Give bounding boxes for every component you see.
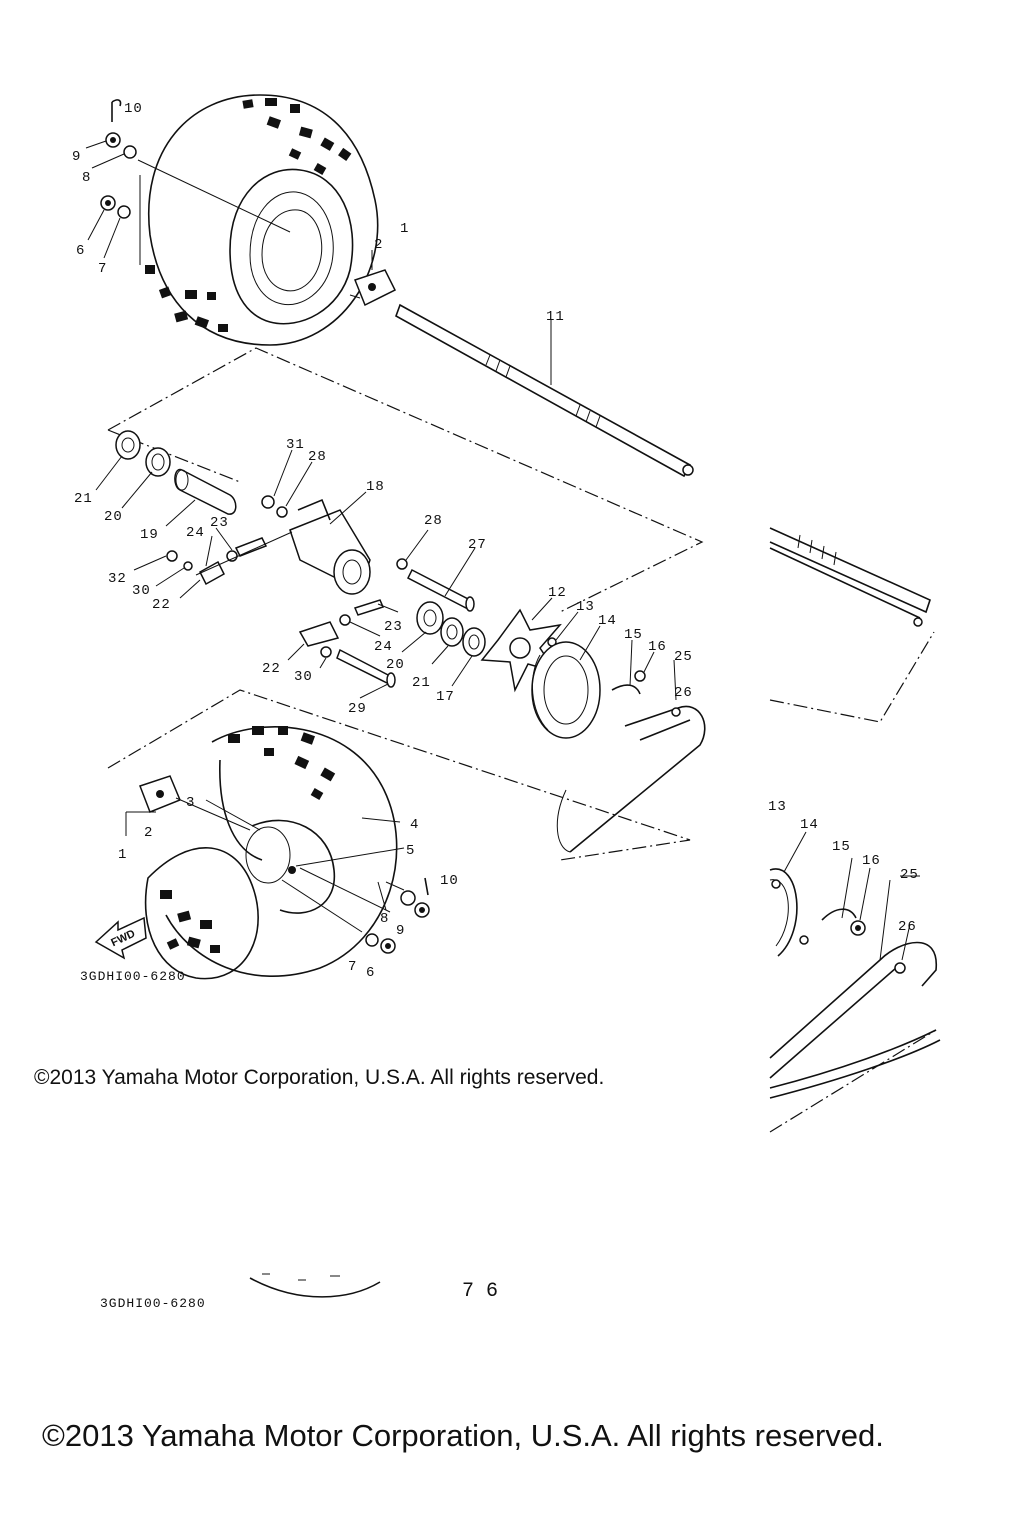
fwd-arrow: FWD — [94, 916, 147, 960]
label-7-top: 7 — [98, 261, 107, 277]
label-17: 17 — [436, 689, 455, 705]
bottom-wheel — [107, 689, 691, 980]
label-23-top: 23 — [210, 515, 229, 531]
label-9-top: 9 — [72, 149, 81, 165]
label-26: 26 — [674, 685, 693, 701]
label-24-top: 24 — [186, 525, 205, 541]
label-24-low: 24 — [374, 639, 393, 655]
label-12: 12 — [548, 585, 567, 601]
label-19: 19 — [140, 527, 159, 543]
label-31: 31 — [286, 437, 305, 453]
label-4: 4 — [410, 817, 419, 833]
label-23-low: 23 — [384, 619, 403, 635]
diagram-code: 3GDHI00-6280 — [80, 969, 186, 984]
label-32: 32 — [108, 571, 127, 587]
ghost-part-numbers: 7 6 — [462, 1280, 499, 1303]
zoom-label-16: 16 — [862, 853, 881, 869]
label-21-low: 21 — [412, 675, 431, 691]
middle-assembly — [115, 430, 706, 853]
zoom-label-25: 25 — [900, 867, 919, 883]
top-hub — [349, 250, 397, 307]
label-18: 18 — [366, 479, 385, 495]
copyright-notice-large: ©2013 Yamaha Motor Corporation, U.S.A. A… — [42, 1418, 884, 1453]
zoom-inset-top — [769, 527, 935, 723]
label-10-low: 10 — [440, 873, 459, 889]
label-16: 16 — [648, 639, 667, 655]
label-1-top: 1 — [400, 221, 409, 237]
label-9-low: 9 — [396, 923, 405, 939]
label-2-low: 2 — [144, 825, 153, 841]
assembly-frame — [107, 347, 704, 613]
label-27: 27 — [468, 537, 487, 553]
label-11: 11 — [546, 309, 565, 325]
label-25: 25 — [674, 649, 693, 665]
ghost-diagram-code: 3GDHI00-6280 — [100, 1296, 206, 1311]
label-5: 5 — [406, 843, 415, 859]
label-21-left: 21 — [74, 491, 93, 507]
part-labels: 10 9 8 6 7 1 2 11 21 20 19 31 28 18 23 2… — [72, 101, 693, 981]
copyright-notice-small: ©2013 Yamaha Motor Corporation, U.S.A. A… — [34, 1066, 605, 1089]
label-28-mid: 28 — [424, 513, 443, 529]
label-20-left: 20 — [104, 509, 123, 525]
top-left-hardware — [85, 99, 291, 259]
label-2-top: 2 — [374, 237, 383, 253]
label-15: 15 — [624, 627, 643, 643]
label-6-low: 6 — [366, 965, 375, 981]
ghost-fragment — [249, 1273, 381, 1298]
zoom-labels: 13 14 15 16 25 26 — [768, 799, 919, 935]
label-13: 13 — [576, 599, 595, 615]
label-8-top: 8 — [82, 170, 91, 186]
middle-leaders — [95, 449, 677, 701]
zoom-label-13: 13 — [768, 799, 787, 815]
label-30-low: 30 — [294, 669, 313, 685]
zoom-label-15: 15 — [832, 839, 851, 855]
label-14: 14 — [598, 613, 617, 629]
label-30-top: 30 — [132, 583, 151, 599]
label-1-low: 1 — [118, 847, 127, 863]
label-29: 29 — [348, 701, 367, 717]
zoom-inset-bottom — [769, 831, 941, 1133]
zoom-label-14: 14 — [800, 817, 819, 833]
label-22-low: 22 — [262, 661, 281, 677]
label-22-top: 22 — [152, 597, 171, 613]
label-6-top: 6 — [76, 243, 85, 259]
axle-11 — [395, 303, 694, 478]
label-8-low: 8 — [380, 911, 389, 927]
label-10-top: 10 — [124, 101, 143, 117]
bottom-hardware — [125, 775, 430, 954]
label-3: 3 — [186, 795, 195, 811]
zoom-label-26: 26 — [898, 919, 917, 935]
label-28-top: 28 — [308, 449, 327, 465]
label-7-low: 7 — [348, 959, 357, 975]
top-wheel-tire — [139, 94, 379, 346]
label-20-low: 20 — [386, 657, 405, 673]
